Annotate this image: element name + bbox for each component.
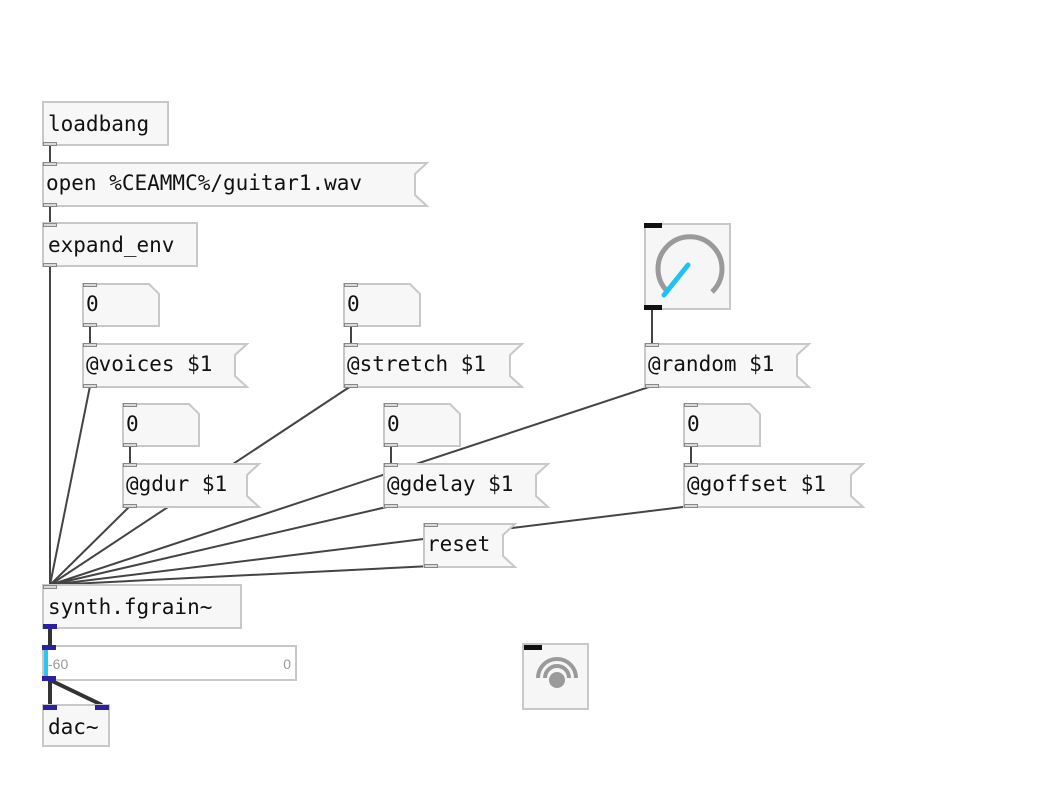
stretch-message-inlet[interactable] (344, 343, 358, 347)
loadbang-outlet[interactable] (43, 142, 57, 146)
open-file-message[interactable]: open %CEAMMC%/guitar1.wav (42, 162, 430, 207)
number-box-shape (122, 403, 200, 447)
goffset-message-label: @goffset $1 (687, 472, 827, 496)
meter-inlet[interactable] (42, 645, 56, 650)
open-file-message-label: open %CEAMMC%/guitar1.wav (46, 171, 363, 195)
dac-left-inlet[interactable] (43, 705, 57, 710)
cord-random-synth (49, 385, 653, 586)
dsp-toggle-inlet[interactable] (524, 645, 542, 650)
random-message[interactable]: @random $1 (644, 343, 812, 388)
speaker-wave-icon (536, 657, 578, 688)
cord-goffset-synth (49, 505, 692, 586)
gdelay-message-inlet[interactable] (384, 463, 398, 467)
reset-message-outlet[interactable] (424, 564, 438, 568)
voices-number-inlet[interactable] (83, 283, 97, 287)
voices-message-inlet[interactable] (83, 343, 97, 347)
voices-number-outlet[interactable] (83, 323, 97, 327)
loadbang-object[interactable]: loadbang (42, 101, 169, 146)
open-file-inlet[interactable] (43, 162, 57, 166)
stretch-message-outlet[interactable] (344, 384, 358, 388)
reset-message-inlet[interactable] (424, 523, 438, 527)
gdelay-message-outlet[interactable] (384, 504, 398, 508)
open-file-outlet[interactable] (43, 203, 57, 207)
loadbang-label: loadbang (48, 112, 150, 136)
random-message-label: @random $1 (648, 352, 775, 376)
expand-env-object[interactable]: expand_env (42, 222, 198, 267)
goffset-number-outlet[interactable] (684, 443, 698, 447)
gdur-message-inlet[interactable] (123, 463, 137, 467)
gdelay-number-box[interactable]: 0 (383, 403, 461, 447)
gdur-message[interactable]: @gdur $1 (122, 463, 262, 508)
knob-dial-icon (655, 234, 725, 298)
gdur-message-outlet[interactable] (123, 504, 137, 508)
random-message-outlet[interactable] (645, 384, 659, 388)
random-message-inlet[interactable] (645, 343, 659, 347)
cord-reset-synth (49, 565, 432, 586)
synth-fgrain-label: synth.fgrain~ (48, 595, 213, 619)
expand-env-label: expand_env (48, 233, 175, 257)
meter-max-label: 0 (283, 656, 291, 672)
dac-right-inlet[interactable] (95, 705, 109, 710)
synth-fgrain-inlet[interactable] (43, 585, 57, 589)
level-meter-fill (44, 647, 48, 679)
voices-message[interactable]: @voices $1 (82, 343, 250, 388)
synth-fgrain-object[interactable]: synth.fgrain~ (42, 584, 242, 629)
reset-message[interactable]: reset (423, 523, 518, 568)
level-meter[interactable]: -60 0 (42, 645, 297, 681)
voices-message-outlet[interactable] (83, 384, 97, 388)
goffset-message-inlet[interactable] (684, 463, 698, 467)
gdelay-message-label: @gdelay $1 (387, 472, 514, 496)
voices-message-label: @voices $1 (86, 352, 213, 376)
number-box-shape (343, 283, 421, 327)
knob-outlet[interactable] (644, 305, 662, 310)
dac-label: dac~ (48, 715, 99, 739)
stretch-number-inlet[interactable] (344, 283, 358, 287)
gdelay-number-inlet[interactable] (384, 403, 398, 407)
number-box-shape (82, 283, 160, 327)
goffset-message-outlet[interactable] (684, 504, 698, 508)
stretch-number-box[interactable]: 0 (343, 283, 421, 327)
gdur-number-outlet[interactable] (123, 443, 137, 447)
meter-min-label: -60 (48, 656, 69, 672)
gdur-number-box[interactable]: 0 (122, 403, 200, 447)
stretch-message-label: @stretch $1 (347, 352, 487, 376)
cord-gdelay-synth (49, 505, 392, 586)
signal-cord-meter-dac-right (49, 678, 103, 707)
gdelay-message[interactable]: @gdelay $1 (383, 463, 551, 508)
knob-inlet[interactable] (644, 223, 662, 228)
voices-number-value: 0 (86, 292, 99, 316)
expand-env-inlet[interactable] (43, 223, 57, 227)
goffset-number-value: 0 (687, 412, 700, 436)
cord-voices-synth (49, 385, 91, 586)
reset-message-label: reset (427, 532, 491, 556)
cord-gdur-synth (49, 505, 131, 586)
gdelay-number-value: 0 (387, 412, 400, 436)
voices-number-box[interactable]: 0 (82, 283, 160, 327)
gdur-number-inlet[interactable] (123, 403, 137, 407)
expand-env-outlet[interactable] (43, 263, 57, 267)
gdur-number-value: 0 (126, 412, 139, 436)
number-box-shape (383, 403, 461, 447)
goffset-number-inlet[interactable] (684, 403, 698, 407)
meter-outlet[interactable] (42, 676, 56, 681)
gdur-message-label: @gdur $1 (126, 472, 228, 496)
stretch-number-outlet[interactable] (344, 323, 358, 327)
number-box-shape (683, 403, 761, 447)
dsp-toggle-button[interactable] (522, 643, 589, 710)
goffset-message[interactable]: @goffset $1 (683, 463, 866, 508)
goffset-number-box[interactable]: 0 (683, 403, 761, 447)
synth-fgrain-signal-outlet[interactable] (43, 624, 57, 629)
stretch-number-value: 0 (347, 292, 360, 316)
random-knob[interactable] (644, 223, 731, 310)
gdelay-number-outlet[interactable] (384, 443, 398, 447)
dac-object[interactable]: dac~ (42, 704, 110, 747)
stretch-message[interactable]: @stretch $1 (343, 343, 525, 388)
